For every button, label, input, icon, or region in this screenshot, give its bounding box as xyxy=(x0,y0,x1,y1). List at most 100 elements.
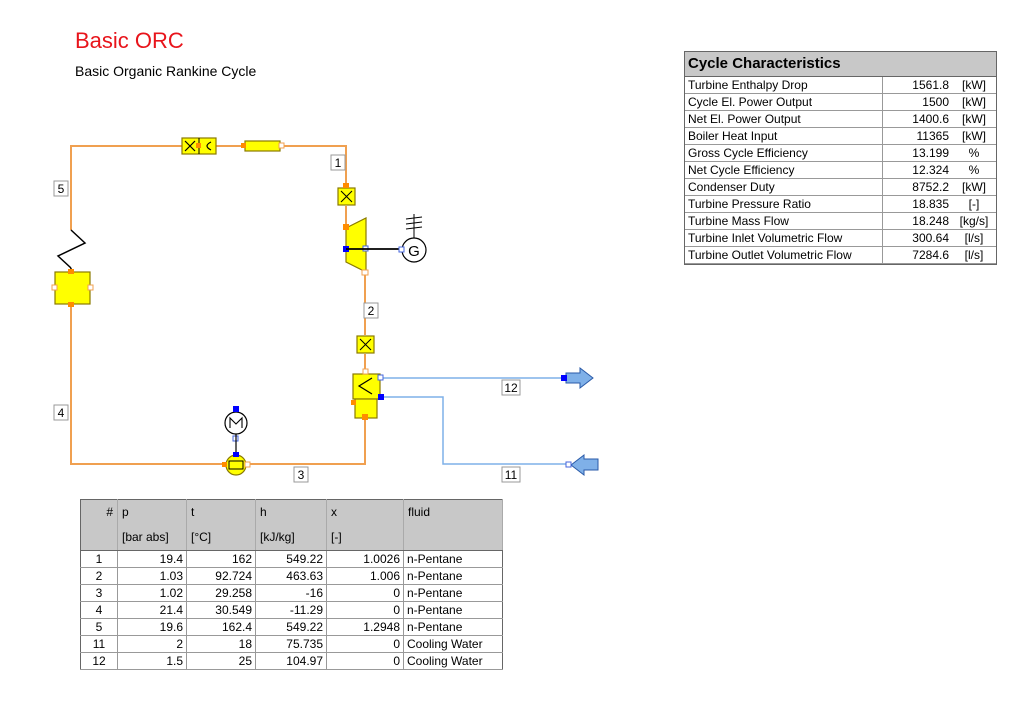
pipe-labels: 1 2 3 4 5 11 12 xyxy=(53,154,521,483)
pipe-label-2: 2 xyxy=(368,304,375,318)
cell-index: 5 xyxy=(80,618,118,636)
duct[interactable] xyxy=(241,140,285,152)
cell-p: 1.5 xyxy=(117,652,187,670)
page-subtitle: Basic Organic Rankine Cycle xyxy=(75,63,257,79)
process-pipes xyxy=(70,145,366,465)
cell-fluid: n-Pentane xyxy=(403,618,503,636)
cooling-pipes xyxy=(380,377,568,465)
cycle-row-label: Boiler Heat Input xyxy=(685,127,883,145)
unit-h: [kJ/kg] xyxy=(255,524,327,551)
condenser[interactable] xyxy=(351,368,384,420)
cycle-row-label: Net El. Power Output xyxy=(685,110,883,128)
cell-index: 3 xyxy=(80,584,118,602)
valve-outlet[interactable] xyxy=(356,335,375,354)
cycle-row-unit: [kW] xyxy=(952,127,996,145)
cycle-row-unit: [kg/s] xyxy=(952,212,996,230)
pipe-4[interactable] xyxy=(70,304,224,465)
feed-pump[interactable] xyxy=(222,406,251,476)
cell-t: 18 xyxy=(186,635,256,653)
cooling-inlet-arrow[interactable] xyxy=(565,453,599,477)
cell-h: 463.63 xyxy=(255,567,327,585)
unit-x: [-] xyxy=(326,524,404,551)
unit-t: [°C] xyxy=(186,524,256,551)
cell-fluid: n-Pentane xyxy=(403,567,503,585)
cycle-row-value: 8752.2 xyxy=(882,178,952,196)
cell-p: 2 xyxy=(117,635,187,653)
cell-x: 0 xyxy=(326,652,404,670)
cell-index: 4 xyxy=(80,601,118,619)
cell-x: 1.0026 xyxy=(326,550,404,568)
cycle-row-value: 1400.6 xyxy=(882,110,952,128)
cycle-row-label: Gross Cycle Efficiency xyxy=(685,144,883,162)
generator[interactable]: G xyxy=(398,214,427,263)
cycle-row-label: Turbine Mass Flow xyxy=(685,212,883,230)
col-header-fluid: fluid xyxy=(403,499,503,524)
cell-p: 21.4 xyxy=(117,601,187,619)
pipe-label-4: 4 xyxy=(58,406,65,420)
cycle-row-label: Turbine Outlet Volumetric Flow xyxy=(685,246,883,264)
cell-x: 0 xyxy=(326,635,404,653)
cycle-row-label: Turbine Inlet Volumetric Flow xyxy=(685,229,883,247)
unit-fluid xyxy=(403,524,503,551)
col-header-h: h xyxy=(255,499,327,524)
cycle-characteristics-panel: Cycle Characteristics Turbine Enthalpy D… xyxy=(684,51,997,265)
cell-t: 162 xyxy=(186,550,256,568)
stream-table-header-row: # p t h x fluid xyxy=(80,499,503,524)
cell-fluid: n-Pentane xyxy=(403,601,503,619)
cycle-row-label: Turbine Enthalpy Drop xyxy=(685,77,883,94)
cycle-row-value: 1561.8 xyxy=(882,77,952,94)
cycle-row-unit: [l/s] xyxy=(952,229,996,247)
cell-x: 1.006 xyxy=(326,567,404,585)
pipe-5-to-1[interactable] xyxy=(70,145,182,230)
cycle-row-value: 7284.6 xyxy=(882,246,952,264)
cell-h: -11.29 xyxy=(255,601,327,619)
turbine[interactable] xyxy=(343,217,402,276)
col-header-t: t xyxy=(186,499,256,524)
pipe-label-11: 11 xyxy=(505,468,518,482)
cycle-characteristics-title: Cycle Characteristics xyxy=(685,52,996,77)
page-title: Basic ORC xyxy=(75,28,184,53)
cell-fluid: n-Pentane xyxy=(403,550,503,568)
cell-t: 92.724 xyxy=(186,567,256,585)
pipe-1[interactable] xyxy=(280,145,347,186)
pipe-3[interactable] xyxy=(248,418,366,465)
cooling-outlet-arrow[interactable] xyxy=(561,366,594,390)
cell-x: 1.2948 xyxy=(326,618,404,636)
pipe-label-5: 5 xyxy=(58,182,65,196)
cycle-row-unit: % xyxy=(952,161,996,179)
svg-text:G: G xyxy=(408,243,420,260)
cycle-row-value: 300.64 xyxy=(882,229,952,247)
cycle-row-value: 13.199 xyxy=(882,144,952,162)
boiler[interactable] xyxy=(51,229,94,307)
cell-t: 162.4 xyxy=(186,618,256,636)
unit-p: [bar abs] xyxy=(117,524,187,551)
cycle-row-label: Cycle El. Power Output xyxy=(685,93,883,111)
pipe-11[interactable] xyxy=(380,396,568,465)
pipe-label-12: 12 xyxy=(504,381,518,395)
cycle-row-label: Net Cycle Efficiency xyxy=(685,161,883,179)
separator[interactable] xyxy=(181,137,217,155)
cell-index: 11 xyxy=(80,635,118,653)
cell-fluid: Cooling Water xyxy=(403,652,503,670)
cycle-row-value: 1500 xyxy=(882,93,952,111)
valve-inlet[interactable] xyxy=(337,183,356,206)
cell-h: 75.735 xyxy=(255,635,327,653)
cycle-row-label: Turbine Pressure Ratio xyxy=(685,195,883,213)
cell-h: 549.22 xyxy=(255,618,327,636)
col-header-p: p xyxy=(117,499,187,524)
cell-p: 19.4 xyxy=(117,550,187,568)
stream-table: # p t h x fluid [bar abs] [°C] [kJ/kg] [… xyxy=(80,499,503,670)
